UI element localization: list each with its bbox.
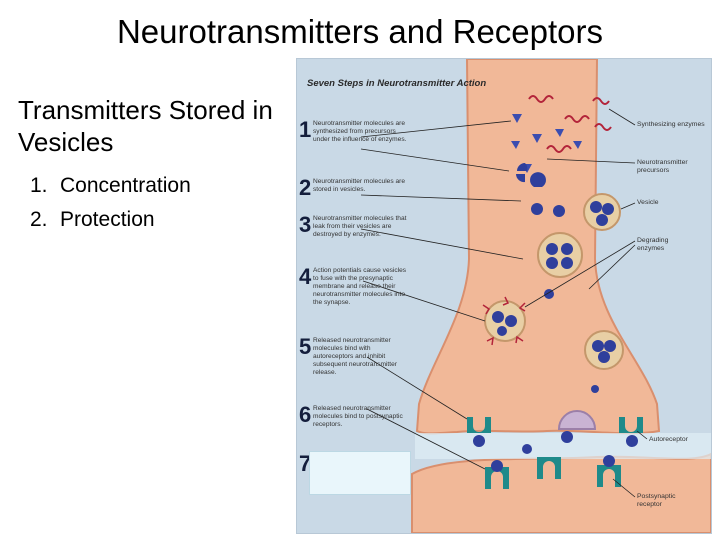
vesicle [584,330,624,370]
step-text: Neurotransmitter molecules that leak fro… [313,215,407,238]
step-text: Neurotransmitter molecules are synthesiz… [313,120,407,143]
step-number: 4 [299,264,312,289]
step-text: Action potentials cause vesicles to fuse… [313,267,407,306]
numbered-list: 1. Concentration 2. Protection [30,169,191,237]
vesicle [537,232,583,278]
step-number: 6 [299,402,312,427]
list-item: 1. Concentration [30,169,191,203]
postsynaptic-receptor [485,457,621,489]
step-number: 7 [299,451,312,476]
step-number: 1 [299,117,312,142]
label-vesicle: Vesicle [637,199,659,206]
list-number: 1. [30,174,48,197]
slide-title: Neurotransmitters and Receptors [116,13,604,50]
autoreceptor [467,417,643,433]
label-cover [309,451,411,495]
list-text: Protection [60,208,155,231]
step-text: Released neurotransmitter molecules bind… [313,337,397,376]
figure-title: Seven Steps in Neurotransmitter Action [307,78,487,89]
label-postsynaptic-receptor: Postsynaptic receptor [637,493,676,508]
label-degrading-enzymes: Degrading enzymes [637,237,669,252]
vesicle [583,193,621,231]
leader-lines [360,108,648,498]
label-synthesizing-enzymes: Synthesizing enzymes [637,121,705,128]
leaking-vesicle [482,296,526,346]
neurotransmitter-figure: Seven Steps in Neurotransmitter Action 1… [296,58,712,534]
forming-molecules [515,163,546,187]
synapse-illustration [360,59,711,533]
bullet-heading: Transmitters Stored in Vesicles [18,95,273,157]
step-number: 5 [299,334,312,359]
label-autoreceptor: Autoreceptor [649,436,688,443]
label-precursors: Neurotransmitter precursors [637,159,688,174]
step-text: Released neurotransmitter molecules bind… [313,405,403,428]
step-text: Neurotransmitter molecules are stored in… [313,178,405,193]
list-item: 2. Protection [30,203,191,237]
step-number: 2 [299,175,312,200]
list-text: Concentration [60,174,191,197]
list-number: 2. [30,208,48,231]
synthesizing-enzymes [528,95,612,153]
step-number: 3 [299,212,312,237]
fusing-vesicle [557,410,597,430]
